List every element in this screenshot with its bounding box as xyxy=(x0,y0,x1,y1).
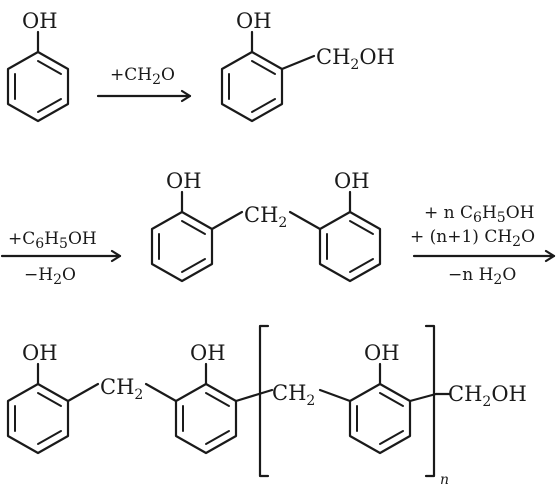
repeat-count-n: n xyxy=(440,472,449,487)
arrow-head xyxy=(110,249,122,263)
bridge-bond-right xyxy=(288,210,322,231)
double-bond xyxy=(37,60,62,75)
repeat-bracket-left xyxy=(258,324,270,478)
double-bond xyxy=(349,258,374,273)
ch2oh-terminal-label: CH2OH xyxy=(448,382,527,410)
benzene-ring-middle xyxy=(174,382,238,455)
benzene-ring-left xyxy=(150,210,214,283)
double-bond xyxy=(251,60,276,75)
bridge-bond xyxy=(144,382,178,403)
condition-plus-n-phenol: + n C6H5OH xyxy=(424,203,534,226)
oh-label: OH xyxy=(22,9,58,33)
double-bond xyxy=(37,392,62,407)
benzene-ring xyxy=(6,50,70,123)
double-bond xyxy=(205,392,230,407)
condition-minus-n-water: −n H2O xyxy=(448,265,516,288)
benzene-ring-terminal xyxy=(6,382,70,455)
oh-label: OH xyxy=(236,9,272,33)
reaction-arrow-2: +C6H5OH −H2O xyxy=(0,229,122,288)
ch2-repeat-label: CH2 xyxy=(272,381,315,409)
oh-label: OH xyxy=(22,341,58,365)
double-bond xyxy=(205,430,230,445)
benzene-ring-right xyxy=(318,210,382,283)
bridge-bond-left xyxy=(210,210,244,231)
reaction-arrow-3: + n C6H5OH + (n+1) CH2O −n H2O xyxy=(410,203,556,288)
bridge-bond xyxy=(318,388,352,403)
ch2-bridge-label: CH2 xyxy=(100,375,143,403)
reaction-arrow-1: +CH2O xyxy=(96,65,192,103)
condition-minus-water: −H2O xyxy=(24,265,76,288)
ch2-bridge-label: CH2 xyxy=(244,203,287,231)
arrow-head xyxy=(544,249,556,263)
dihydroxydiphenylmethane-molecule: OH CH2 OH xyxy=(150,169,382,283)
ch2-bond xyxy=(280,54,316,71)
novolac-polymer: OH CH2 OH CH2 OH n CH2OH xyxy=(6,324,527,488)
condition-add-phenol: +C6H5OH xyxy=(8,229,97,252)
double-bond xyxy=(379,392,404,407)
bridge-bond xyxy=(66,382,100,403)
benzene-ring xyxy=(220,50,284,123)
double-bond xyxy=(181,220,206,235)
double-bond xyxy=(37,98,62,113)
double-bond xyxy=(251,98,276,113)
arrow-head xyxy=(180,89,192,103)
oh-label: OH xyxy=(334,169,370,193)
double-bond xyxy=(379,430,404,445)
benzene-ring-repeat xyxy=(348,382,412,455)
oh-label: OH xyxy=(364,341,400,365)
hydroxymethylphenol-molecule: OH CH2OH xyxy=(220,9,395,123)
condition-add-formaldehyde: +CH2O xyxy=(110,65,175,88)
double-bond xyxy=(349,220,374,235)
phenol-molecule: OH xyxy=(6,9,70,123)
double-bond xyxy=(181,258,206,273)
oh-label: OH xyxy=(190,341,226,365)
bridge-bond xyxy=(234,388,274,403)
repeat-bracket-right xyxy=(424,324,436,478)
ch2oh-label: CH2OH xyxy=(316,45,395,73)
bridge-bond xyxy=(408,392,438,403)
oh-label: OH xyxy=(166,169,202,193)
condition-plus-formaldehyde: + (n+1) CH2O xyxy=(410,227,535,250)
double-bond xyxy=(37,430,62,445)
